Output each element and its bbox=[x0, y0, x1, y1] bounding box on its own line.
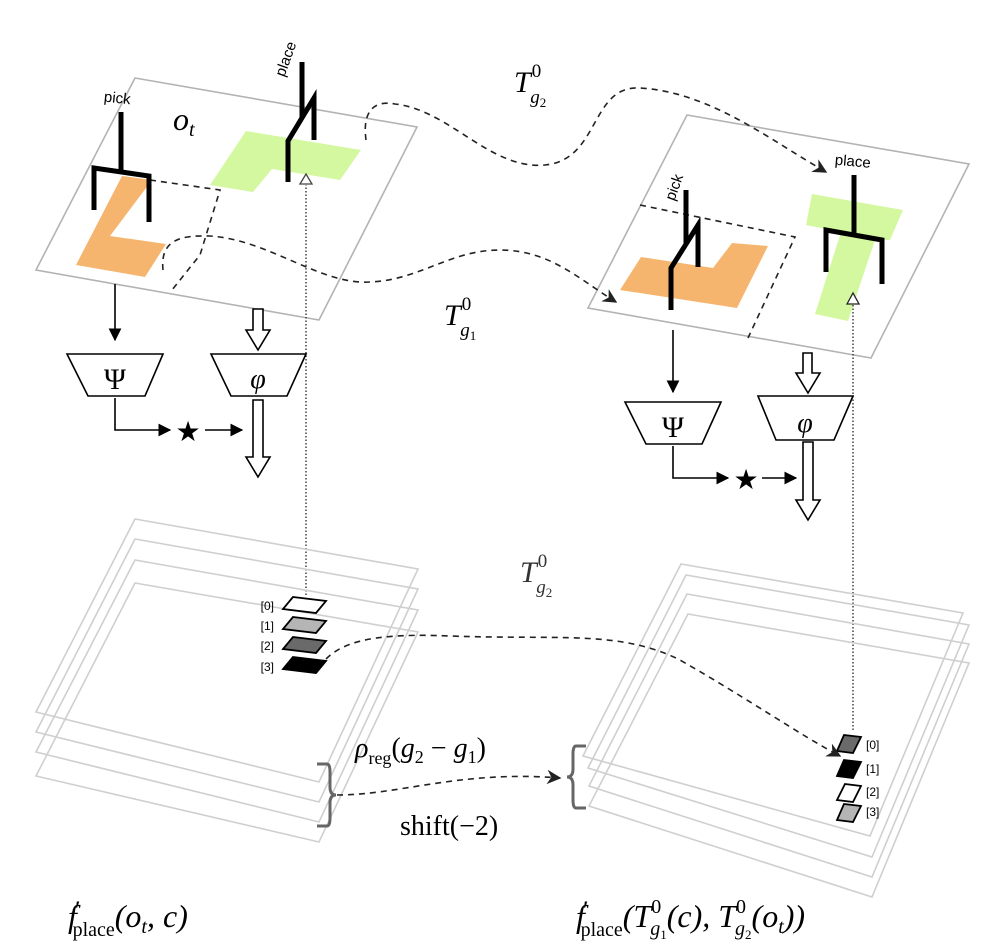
hollow-arrow-into-phi bbox=[244, 308, 272, 352]
stack-index-label: [3] bbox=[866, 805, 879, 819]
pick-gripper-icon bbox=[668, 190, 701, 310]
stack-cell-1 bbox=[281, 616, 328, 634]
hollow-arrow-out-phi bbox=[794, 441, 822, 522]
psi-symbol: Ψ bbox=[104, 363, 127, 396]
right-transformed-plane bbox=[586, 114, 971, 730]
left-stack-cells: [0] [1] [2] [3] bbox=[261, 596, 328, 674]
right-feature-stack bbox=[581, 563, 971, 898]
dotted-arrowhead-icon bbox=[298, 172, 314, 185]
stack-cell-3 bbox=[835, 803, 863, 823]
stack-plane bbox=[587, 593, 971, 878]
observation-label: ot bbox=[173, 101, 195, 141]
caption-left: f′place(ot, c) bbox=[68, 896, 188, 941]
stack-index-label: [0] bbox=[866, 738, 879, 752]
left-brace bbox=[317, 762, 337, 828]
arrow-psi-to-star bbox=[672, 446, 730, 485]
rho-reg-label: ρreg(g2 − g1) bbox=[354, 733, 486, 768]
star-correlation-icon: ★ bbox=[175, 415, 200, 448]
pick-object-shape bbox=[620, 243, 768, 308]
place-target-shape bbox=[806, 194, 903, 321]
stack-cell-0 bbox=[835, 734, 863, 754]
pick-label-right: pick bbox=[662, 171, 687, 202]
hollow-arrow-out-phi bbox=[244, 399, 272, 479]
arrow-psi-to-star bbox=[114, 398, 172, 437]
shift-arrow bbox=[336, 769, 562, 796]
psi-encoder bbox=[65, 353, 165, 397]
psi-encoder bbox=[623, 401, 723, 445]
pick-gripper-icon bbox=[91, 112, 152, 222]
star-correlation-icon: ★ bbox=[733, 463, 758, 496]
left-feature-stack bbox=[34, 518, 420, 843]
stack-cell-3 bbox=[281, 656, 328, 674]
stack-index-label: [0] bbox=[261, 599, 274, 613]
stack-plane bbox=[587, 613, 971, 898]
stack-index-label: [2] bbox=[261, 639, 274, 653]
place-gripper-icon bbox=[285, 62, 317, 182]
stack-plane bbox=[34, 559, 420, 823]
transform-curve-place bbox=[364, 87, 828, 173]
stack-index-label: [2] bbox=[866, 785, 879, 799]
hollow-arrow-into-phi bbox=[794, 352, 822, 395]
stack-index-label: [1] bbox=[261, 619, 274, 633]
plane-outline bbox=[34, 77, 419, 321]
crop-box-dashed bbox=[639, 204, 797, 339]
crop-box-dashed bbox=[149, 179, 222, 291]
place-label-left: place bbox=[272, 39, 300, 79]
left-network-block: Ψ φ ★ bbox=[65, 284, 308, 479]
stack-cell-2 bbox=[281, 636, 328, 654]
plane-outline bbox=[586, 114, 971, 359]
stack-cell-2 bbox=[835, 783, 863, 803]
stack-cell-0 bbox=[281, 596, 328, 614]
stack-cell-1 bbox=[835, 759, 863, 779]
stack-index-label: [3] bbox=[261, 660, 274, 674]
stack-plane bbox=[34, 518, 420, 783]
pick-label-left: pick bbox=[103, 89, 132, 109]
phi-symbol: φ bbox=[797, 408, 813, 439]
phi-symbol: φ bbox=[250, 364, 266, 395]
cell-reindex-curve bbox=[325, 634, 842, 757]
stack-plane bbox=[34, 538, 420, 803]
right-brace bbox=[566, 744, 586, 810]
stack-plane bbox=[34, 582, 420, 843]
phi-encoder bbox=[756, 395, 855, 441]
dotted-arrowhead-icon bbox=[845, 291, 861, 305]
left-observation-plane bbox=[34, 62, 419, 595]
shift-label: shift(−2) bbox=[400, 811, 498, 842]
transform-curve-pick bbox=[162, 235, 618, 303]
place-gripper-icon bbox=[823, 175, 885, 284]
psi-symbol: Ψ bbox=[662, 411, 685, 444]
right-stack-cells: [0] [1] [2] [3] bbox=[835, 734, 879, 823]
stack-index-label: [1] bbox=[866, 762, 879, 776]
stack-plane bbox=[586, 574, 971, 858]
right-network-block: Ψ φ ★ bbox=[623, 330, 855, 522]
phi-encoder bbox=[209, 353, 308, 397]
stack-plane bbox=[581, 563, 965, 837]
place-label-right: place bbox=[834, 152, 871, 172]
pick-object-shape bbox=[76, 176, 166, 277]
